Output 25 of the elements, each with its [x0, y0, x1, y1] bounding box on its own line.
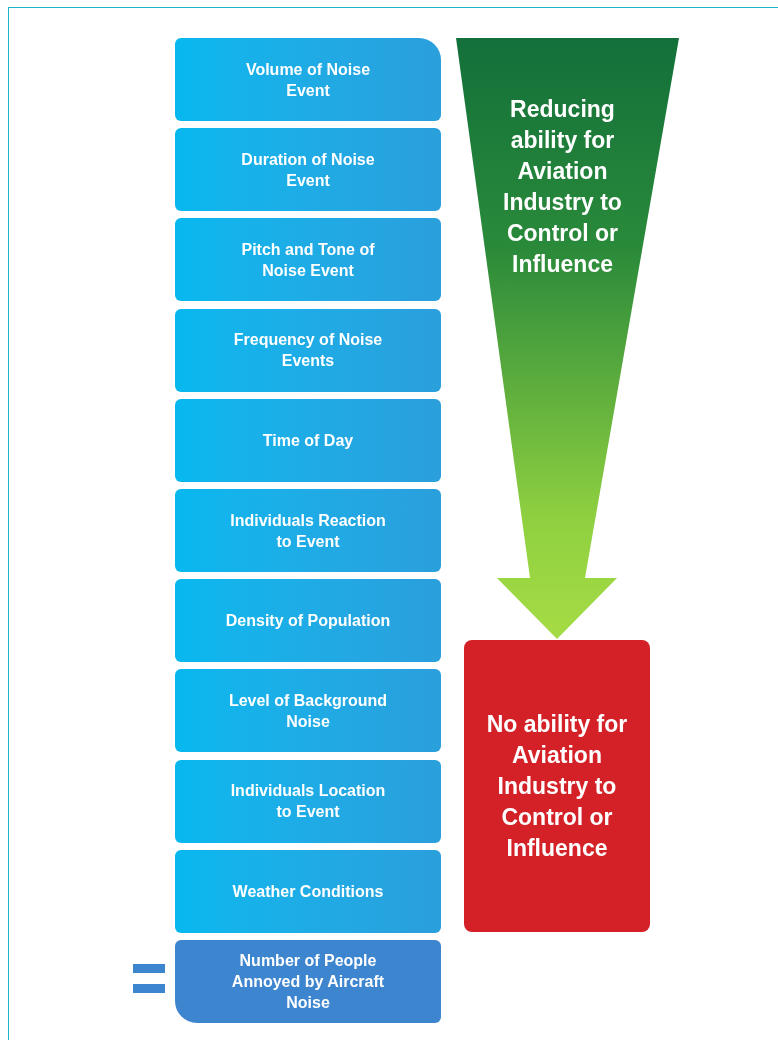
box-text: Duration of Noise Event — [240, 149, 376, 191]
factor-box — [175, 308, 441, 392]
box-text: Level of Background Noise — [227, 690, 389, 732]
box-text: Time of Day — [262, 430, 354, 451]
box-text: Frequency of Noise Events — [232, 330, 384, 372]
no-control-box — [464, 640, 650, 932]
factor-box — [175, 759, 441, 843]
factor-box — [175, 128, 441, 212]
factor-box — [175, 669, 441, 753]
factor-box — [175, 398, 441, 482]
box-text: Individuals Location to Event — [229, 781, 387, 823]
box-text: Density of Population — [225, 611, 391, 632]
box-text: Weather Conditions — [232, 881, 384, 902]
factor-box — [175, 849, 441, 933]
box-text: Pitch and Tone of Noise Event — [240, 239, 376, 281]
box-text: Individuals Reaction to Event — [229, 510, 387, 552]
result-box — [175, 940, 441, 1023]
factor-box — [175, 38, 441, 121]
funnel-text: Reducing ability for Aviation Industry to Control or Influence — [502, 95, 623, 279]
factor-box — [175, 489, 441, 572]
box-text: Volume of Noise Event — [244, 59, 372, 101]
factor-box — [175, 579, 441, 663]
box-text: No ability for Aviation Industry to Control or Influence — [485, 709, 629, 863]
box-text: Number of People Annoyed by Aircraft Noise — [230, 951, 386, 1013]
factor-box — [175, 218, 441, 302]
